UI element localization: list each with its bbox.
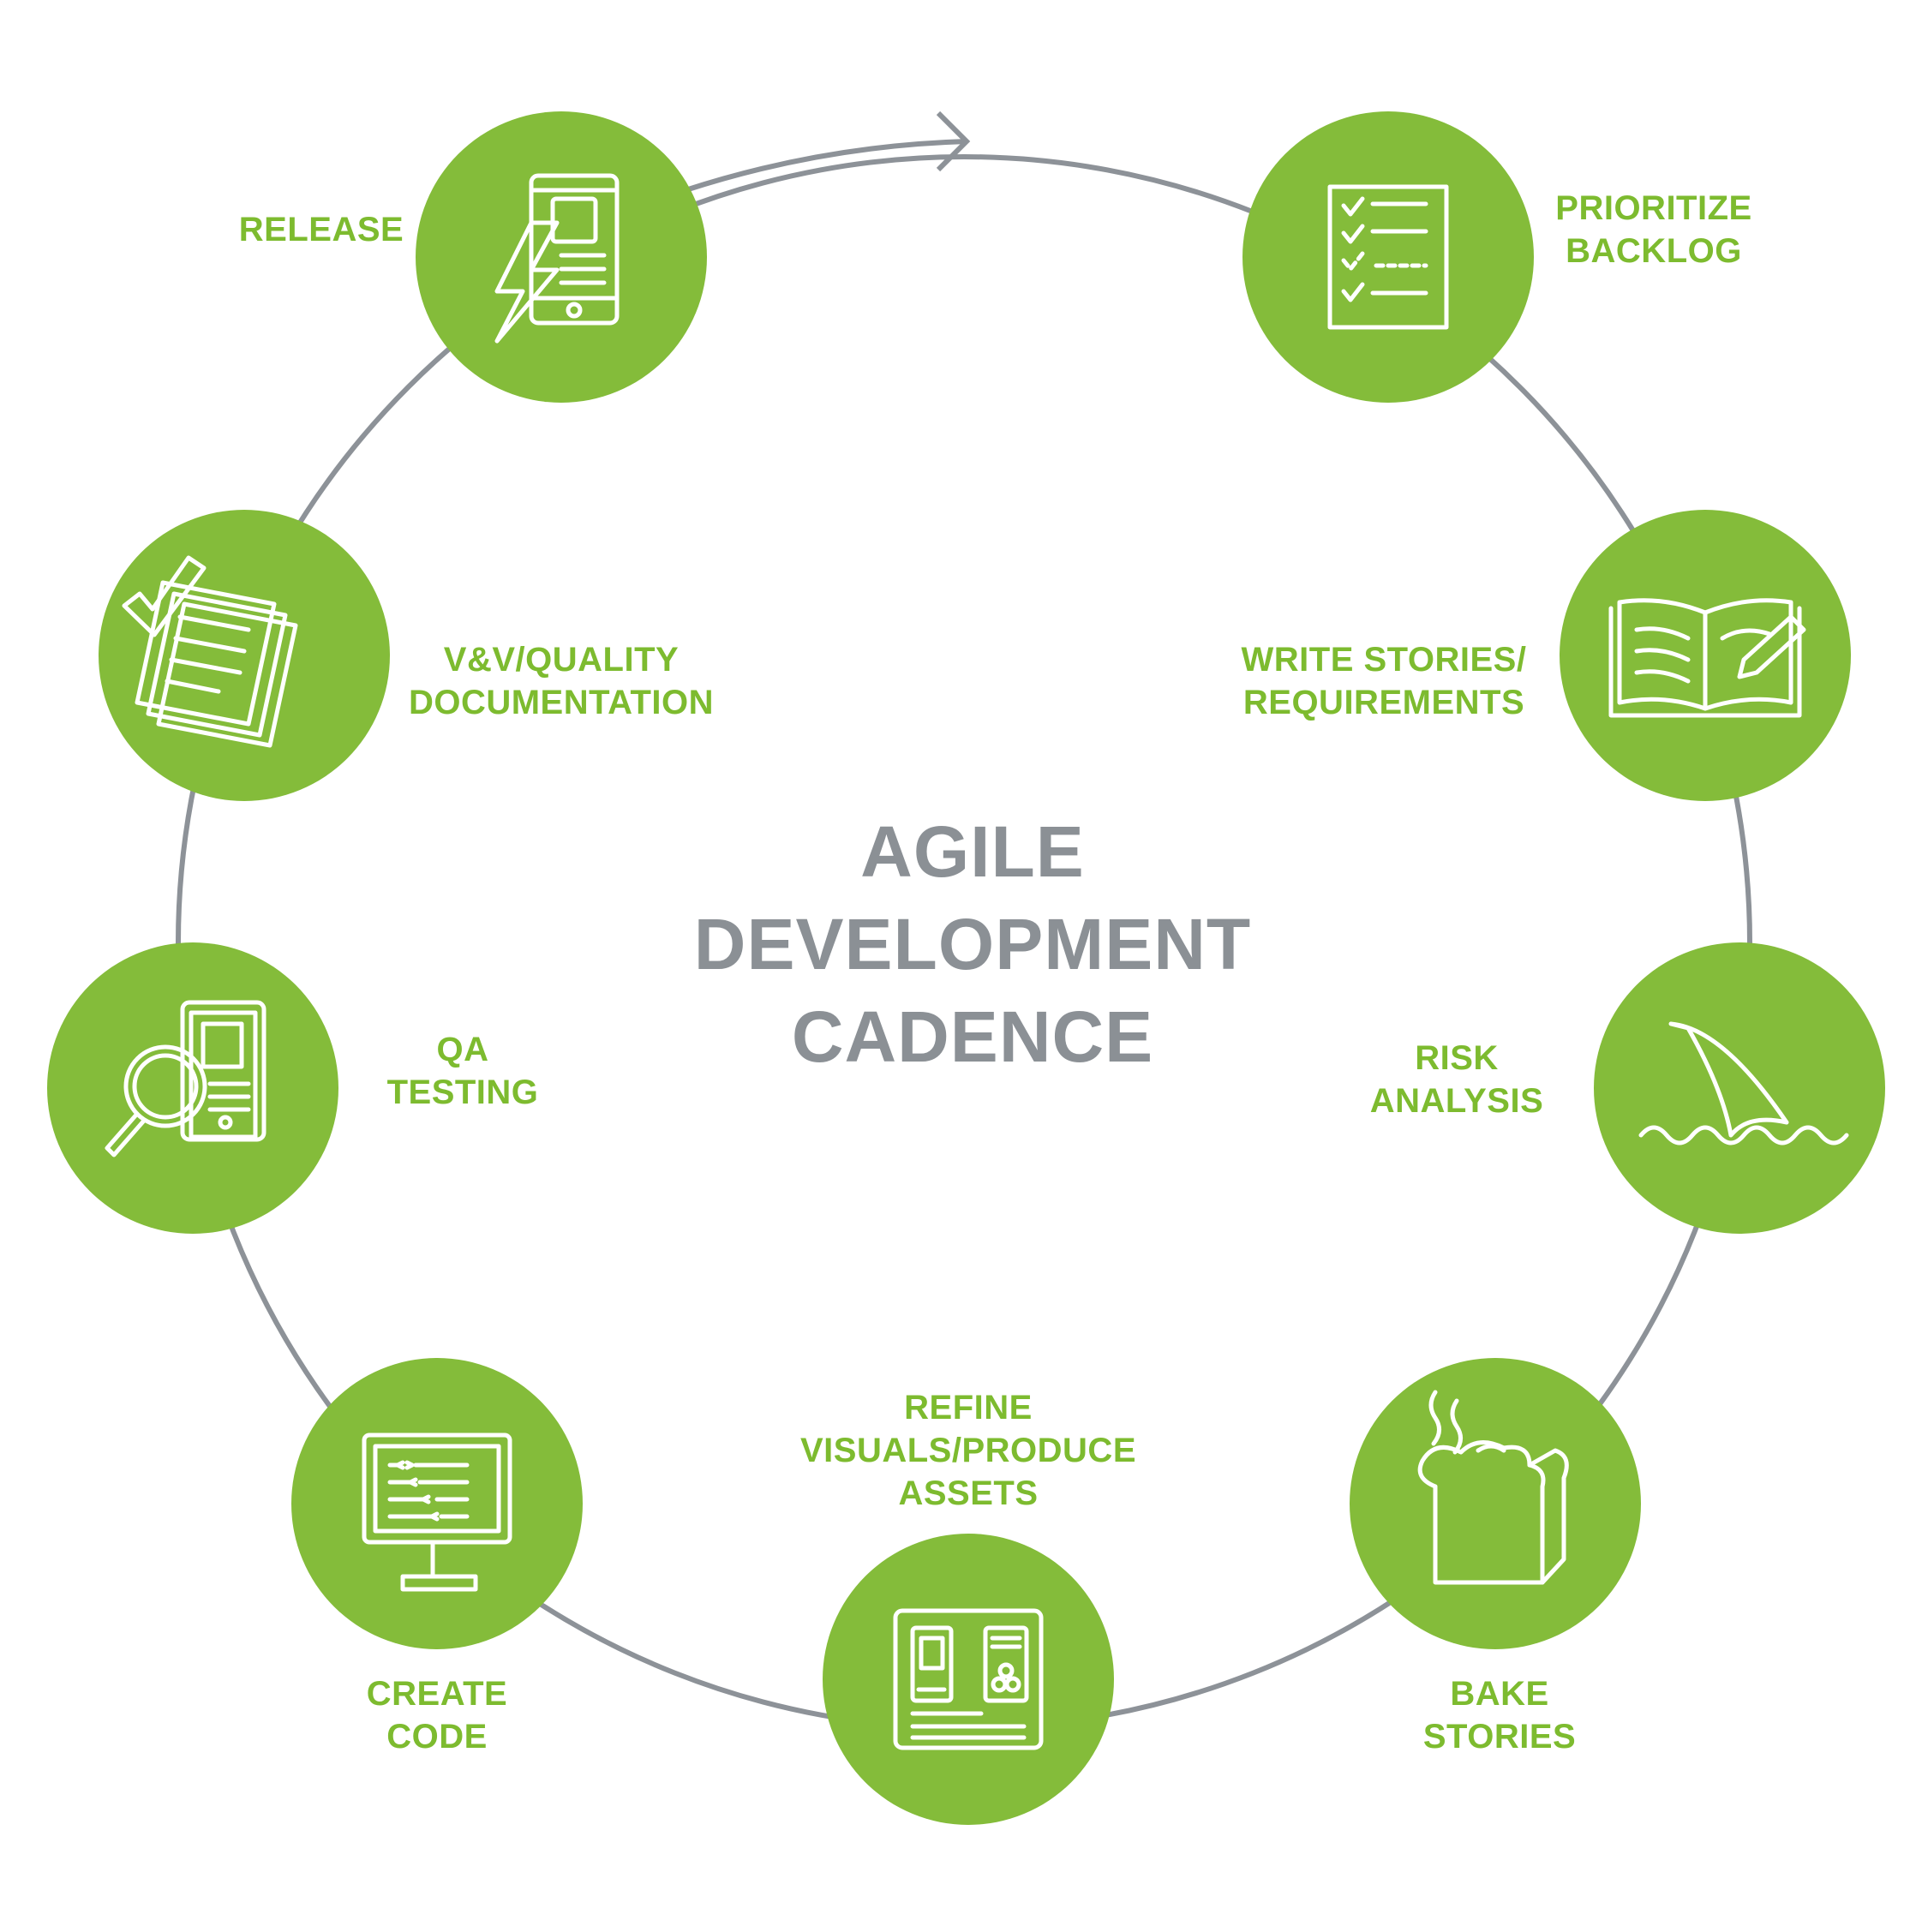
node-circle <box>291 1358 583 1649</box>
phone-lightning-icon <box>494 173 620 344</box>
bread-loaf-icon <box>1417 1390 1569 1585</box>
step-label-risk-analysis: RISK ANALYSIS <box>1354 1037 1560 1122</box>
title-line-3: CADENCE <box>791 996 1154 1077</box>
label-line: WRITE STORIES/ <box>1241 641 1527 679</box>
step-node-risk-analysis <box>1594 942 1885 1234</box>
label-line: VISUALS/PRODUCE <box>800 1432 1136 1469</box>
node-circle <box>1350 1358 1641 1649</box>
step-label-create-code: CREATE CODE <box>334 1672 540 1758</box>
step-node-refine-visuals <box>823 1534 1114 1825</box>
node-circle <box>1594 942 1885 1234</box>
label-line: STORIES <box>1422 1718 1577 1756</box>
arrow-head <box>936 111 971 172</box>
step-node-release <box>416 111 707 403</box>
magnifier-phone-icon <box>105 1000 266 1157</box>
label-line: ASSETS <box>898 1474 1039 1512</box>
step-label-bake-stories: BAKE STORIES <box>1397 1672 1602 1758</box>
diagram-title: AGILE DEVELOPMENT CADENCE <box>600 805 1345 1083</box>
label-line: CREATE <box>366 1675 508 1713</box>
step-label-quality-documentation: V&V/QUALITY DOCUMENTATION <box>403 638 720 724</box>
label-line: QA <box>436 1031 489 1068</box>
step-node-quality-documentation <box>99 510 390 801</box>
label-line: TESTING <box>386 1074 539 1111</box>
shark-fin-icon <box>1638 1021 1849 1145</box>
label-line: RELEASE <box>238 211 404 248</box>
label-line: ANALYSIS <box>1369 1082 1544 1120</box>
title-line-2: DEVELOPMENT <box>693 904 1252 984</box>
label-line: BAKE <box>1450 1675 1549 1713</box>
node-circle <box>1242 111 1534 403</box>
label-line: DOCUMENTATION <box>408 684 715 721</box>
step-node-prioritize-backlog <box>1242 111 1534 403</box>
step-node-qa-testing <box>47 942 338 1234</box>
label-line: CODE <box>386 1718 488 1756</box>
label-line: REFINE <box>904 1389 1033 1427</box>
design-board-icon <box>893 1608 1044 1750</box>
cycle-arrow <box>685 139 967 193</box>
label-line: BACKLOG <box>1566 232 1742 270</box>
step-label-prioritize-backlog: PRIORITIZE BACKLOG <box>1542 187 1765 272</box>
label-line: REQUIREMENTS <box>1242 684 1525 721</box>
step-label-qa-testing: QA TESTING <box>360 1028 566 1114</box>
step-node-create-code <box>291 1358 583 1649</box>
label-line: RISK <box>1415 1039 1499 1077</box>
step-label-release: RELEASE <box>231 208 411 251</box>
label-line: V&V/QUALITY <box>443 641 680 679</box>
label-line: PRIORITIZE <box>1555 189 1752 227</box>
monitor-code-icon <box>362 1433 512 1592</box>
book-pencil-icon <box>1608 598 1806 718</box>
node-circle <box>99 510 390 801</box>
title-line-1: AGILE <box>860 811 1085 892</box>
node-circle <box>823 1534 1114 1825</box>
step-label-refine-visuals: REFINE VISUALS/PRODUCE ASSETS <box>797 1386 1140 1515</box>
step-node-write-stories <box>1560 510 1851 801</box>
step-node-bake-stories <box>1350 1358 1641 1649</box>
documents-check-icon <box>122 555 298 748</box>
step-label-write-stories: WRITE STORIES/ REQUIREMENTS <box>1234 638 1534 724</box>
checklist-icon <box>1327 184 1449 330</box>
